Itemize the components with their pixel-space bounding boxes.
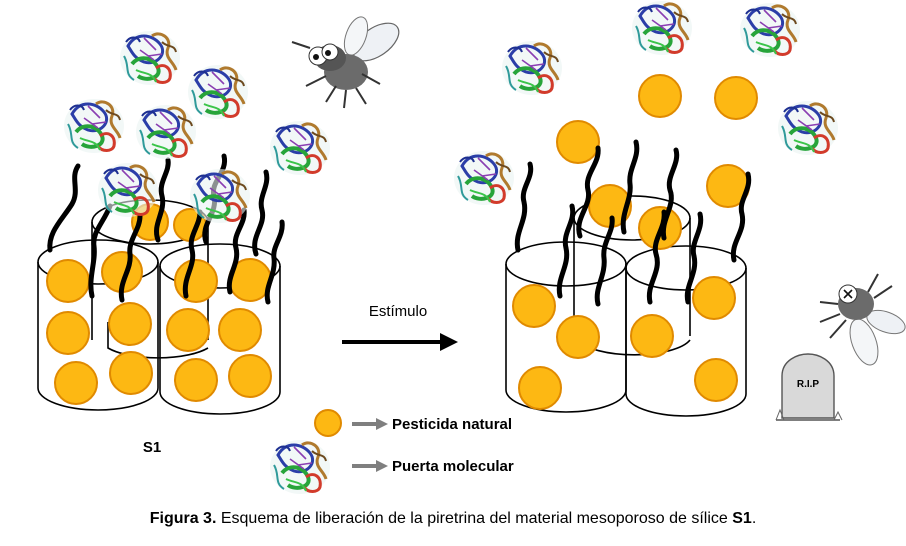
molecular-gates-closed (64, 31, 330, 223)
tombstone-text: R.I.P (797, 379, 820, 390)
caption-ref: S1 (732, 510, 752, 527)
caption-prefix: Figura 3. (150, 510, 217, 527)
closed-material-s1: S1 (38, 14, 405, 456)
legend-gate-icon (270, 440, 330, 494)
fly-icon (292, 14, 405, 108)
legend-gate-label: Puerta molecular (392, 458, 514, 475)
stimulus-arrow: Estímulo (342, 303, 458, 351)
dead-fly-icon (820, 274, 906, 369)
legend-pesticide-icon (315, 410, 341, 436)
open-material: R.I.P (454, 1, 906, 420)
caption-text: Esquema de liberación de la piretrina de… (216, 510, 732, 527)
figure-caption: Figura 3. Esquema de liberación de la pi… (0, 510, 906, 528)
arrow-label: Estímulo (369, 303, 427, 320)
legend: Pesticida natural Puerta molecular (270, 410, 514, 494)
tombstone-icon: R.I.P (776, 354, 842, 420)
legend-pesticide-label: Pesticida natural (392, 416, 512, 433)
caption-suffix: . (752, 510, 756, 527)
label-s1: S1 (143, 439, 161, 456)
